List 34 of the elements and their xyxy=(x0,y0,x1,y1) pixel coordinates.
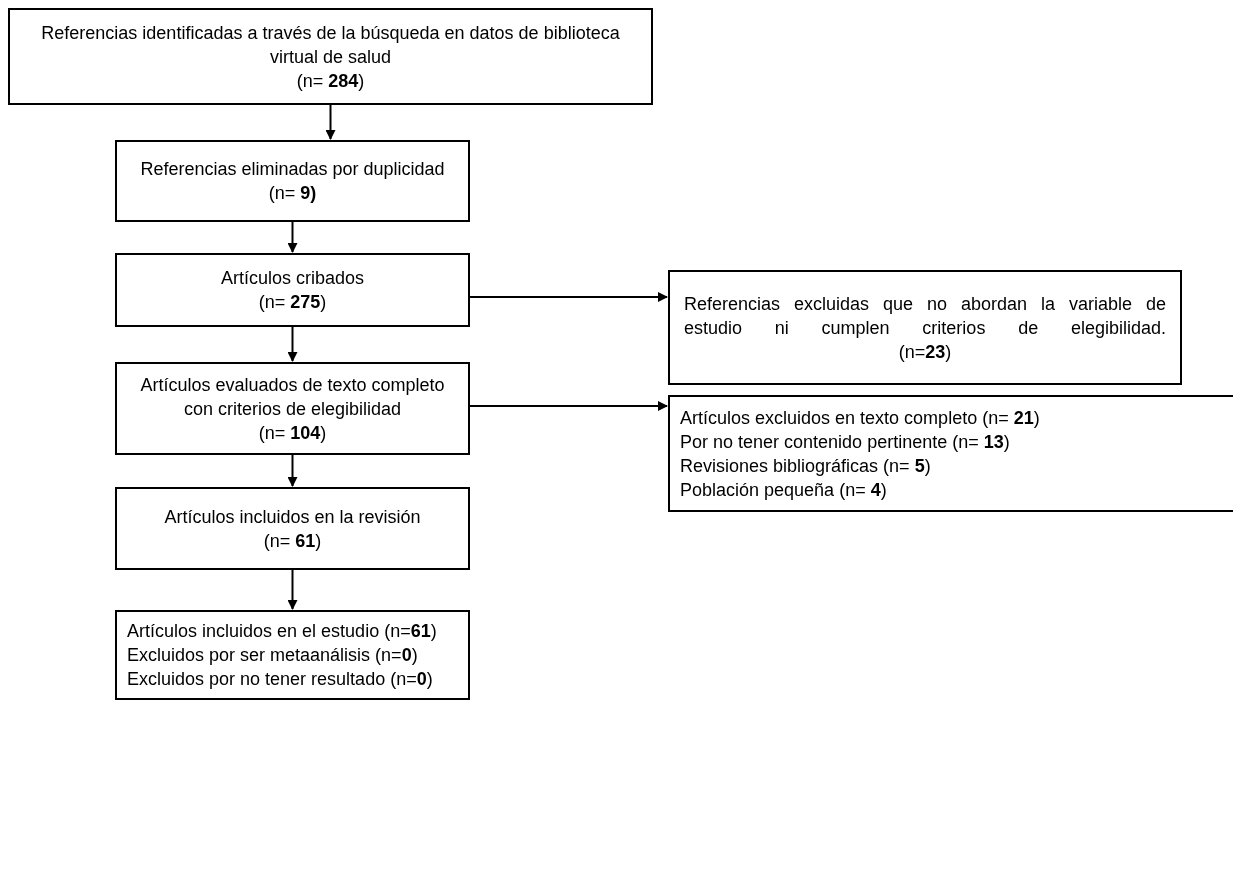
arrow xyxy=(287,454,298,487)
process-box xyxy=(115,362,470,455)
box-text: Artículos incluidos en el estudio (n=61) xyxy=(127,620,438,643)
box-text: Excluidos por ser metaanálisis (n=0) xyxy=(127,644,419,667)
box-text: Artículos evaluados de texto completo con criterios de elegibilidad xyxy=(139,373,446,421)
process-box xyxy=(8,8,653,105)
box-text: Referencias excluidas que no abordan la variable de estudio ni cumplen criterios de elegibilidad. xyxy=(684,292,1166,340)
process-box xyxy=(115,140,470,222)
box-text: (n= 275) xyxy=(257,291,328,314)
arrow xyxy=(469,292,668,302)
arrow xyxy=(287,221,298,253)
box-text: Artículos excluidos en texto completo (n= 21) xyxy=(680,406,1041,430)
process-box xyxy=(668,395,1233,512)
box-text: Excluidos por no tener resultado (n=0) xyxy=(127,668,434,691)
arrow xyxy=(469,401,668,411)
process-box xyxy=(115,253,470,327)
box-text: (n= 61) xyxy=(262,529,323,553)
box-text: (n=23) xyxy=(897,340,953,364)
arrow xyxy=(287,569,298,610)
process-box xyxy=(668,270,1182,385)
box-text: (n= 9) xyxy=(267,182,318,205)
box-text: Por no tener contenido pertinente (n= 13) xyxy=(680,430,1011,454)
process-box xyxy=(115,610,470,700)
arrow xyxy=(287,326,298,362)
box-text: Población pequeña (n= 4) xyxy=(680,478,888,502)
box-text: (n= 104) xyxy=(257,421,328,445)
process-box xyxy=(115,487,470,570)
box-text: Revisiones bibliográficas (n= 5) xyxy=(680,454,932,478)
box-text: (n= 284) xyxy=(295,69,366,93)
box-text: Referencias identificadas a través de la búsqueda en datos de biblioteca virtual de salud xyxy=(40,21,621,69)
box-text: Artículos incluidos en la revisión xyxy=(163,505,422,529)
box-text: Artículos cribados xyxy=(219,267,366,290)
box-text: Referencias eliminadas por duplicidad xyxy=(139,158,446,181)
arrow xyxy=(325,104,336,140)
